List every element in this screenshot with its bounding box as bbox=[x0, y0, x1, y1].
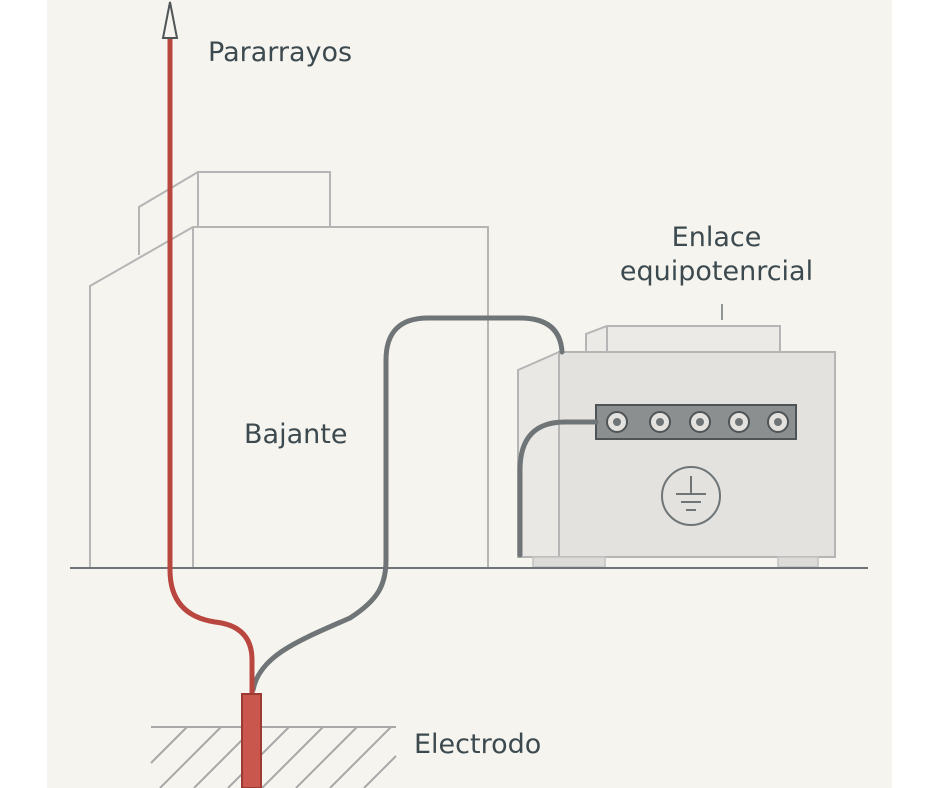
equipotential-bonding-cable bbox=[250, 315, 565, 693]
terminal-screw-icon bbox=[649, 411, 671, 433]
down-conductor-cable bbox=[167, 38, 255, 695]
equipment-top-block bbox=[585, 325, 781, 353]
electrode-label: Electrodo bbox=[414, 729, 542, 760]
lightning-rod-tip-icon bbox=[161, 1, 179, 39]
ground-icon bbox=[661, 466, 721, 526]
building bbox=[89, 171, 489, 567]
terminal-screw-icon bbox=[606, 411, 628, 433]
terminal-screw-icon bbox=[728, 411, 750, 433]
soil-hatching bbox=[150, 726, 397, 788]
ground-electrode-rod bbox=[241, 693, 262, 788]
equipment-front bbox=[558, 351, 836, 558]
equipment-side bbox=[517, 350, 560, 558]
lightning-rod-label: Pararrayos bbox=[208, 37, 353, 68]
terminal-screw-icon bbox=[689, 411, 711, 433]
equipment-foot bbox=[532, 556, 606, 568]
equipment-foot bbox=[777, 556, 819, 568]
equipment-box bbox=[517, 325, 836, 568]
building-main-outline bbox=[89, 226, 489, 567]
terminal-screw-icon bbox=[767, 411, 789, 433]
bonding-bar-cable bbox=[517, 419, 599, 558]
equipotential-link-label: Enlace equipotenrcial bbox=[619, 222, 814, 287]
down-conductor-label: Bajante bbox=[244, 419, 348, 450]
